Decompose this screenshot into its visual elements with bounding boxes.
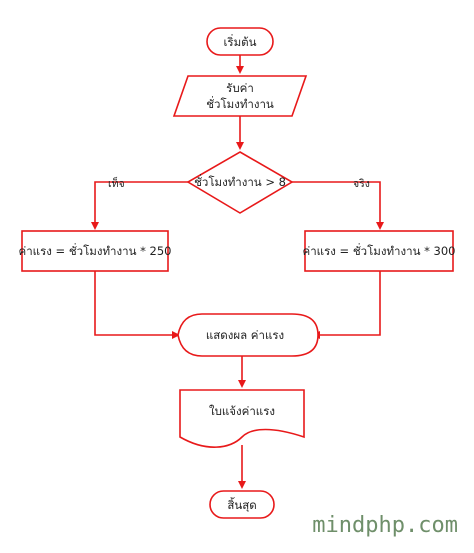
input-label-line2: ชั่วโมงทำงาน <box>206 96 274 111</box>
document-label: ใบแจ้งค่าแรง <box>209 404 275 418</box>
process-true-box <box>304 230 454 272</box>
connector-false-to-display <box>94 271 172 336</box>
arrowhead <box>238 380 246 388</box>
end-label: สิ้นสุด <box>227 497 256 512</box>
display-label: แสดงผล ค่าแรง <box>206 328 284 342</box>
arrowhead <box>238 481 246 489</box>
watermark: mindphp.com <box>312 513 458 538</box>
branch-false-label: เท็จ <box>108 176 125 190</box>
arrowhead <box>91 222 99 230</box>
process-true-label: ค่าแรง = ชั่วโมงทำงาน * 300 <box>303 243 456 258</box>
arrowhead <box>376 222 384 230</box>
connector-true-to-display <box>320 271 381 336</box>
arrowhead <box>172 331 180 339</box>
display-shape <box>177 313 319 357</box>
input-parallelogram <box>172 75 308 117</box>
connector-decision-true <box>292 181 381 222</box>
document-shape <box>179 389 305 448</box>
end-terminator <box>209 490 275 519</box>
start-terminator <box>206 27 274 56</box>
decision-label: ชั่วโมงทำงาน > 8 <box>194 174 286 189</box>
start-label: เริ่มต้น <box>223 34 256 49</box>
connector-decision-false <box>94 181 188 222</box>
input-label-line1: รับค่า <box>226 81 254 95</box>
branch-true-label: จริง <box>353 178 370 190</box>
arrowhead <box>236 66 244 74</box>
arrowhead <box>236 142 244 150</box>
process-false-box <box>21 230 169 272</box>
decision-diamond <box>186 151 294 214</box>
process-false-label: ค่าแรง = ชั่วโมงทำงาน * 250 <box>19 243 172 258</box>
